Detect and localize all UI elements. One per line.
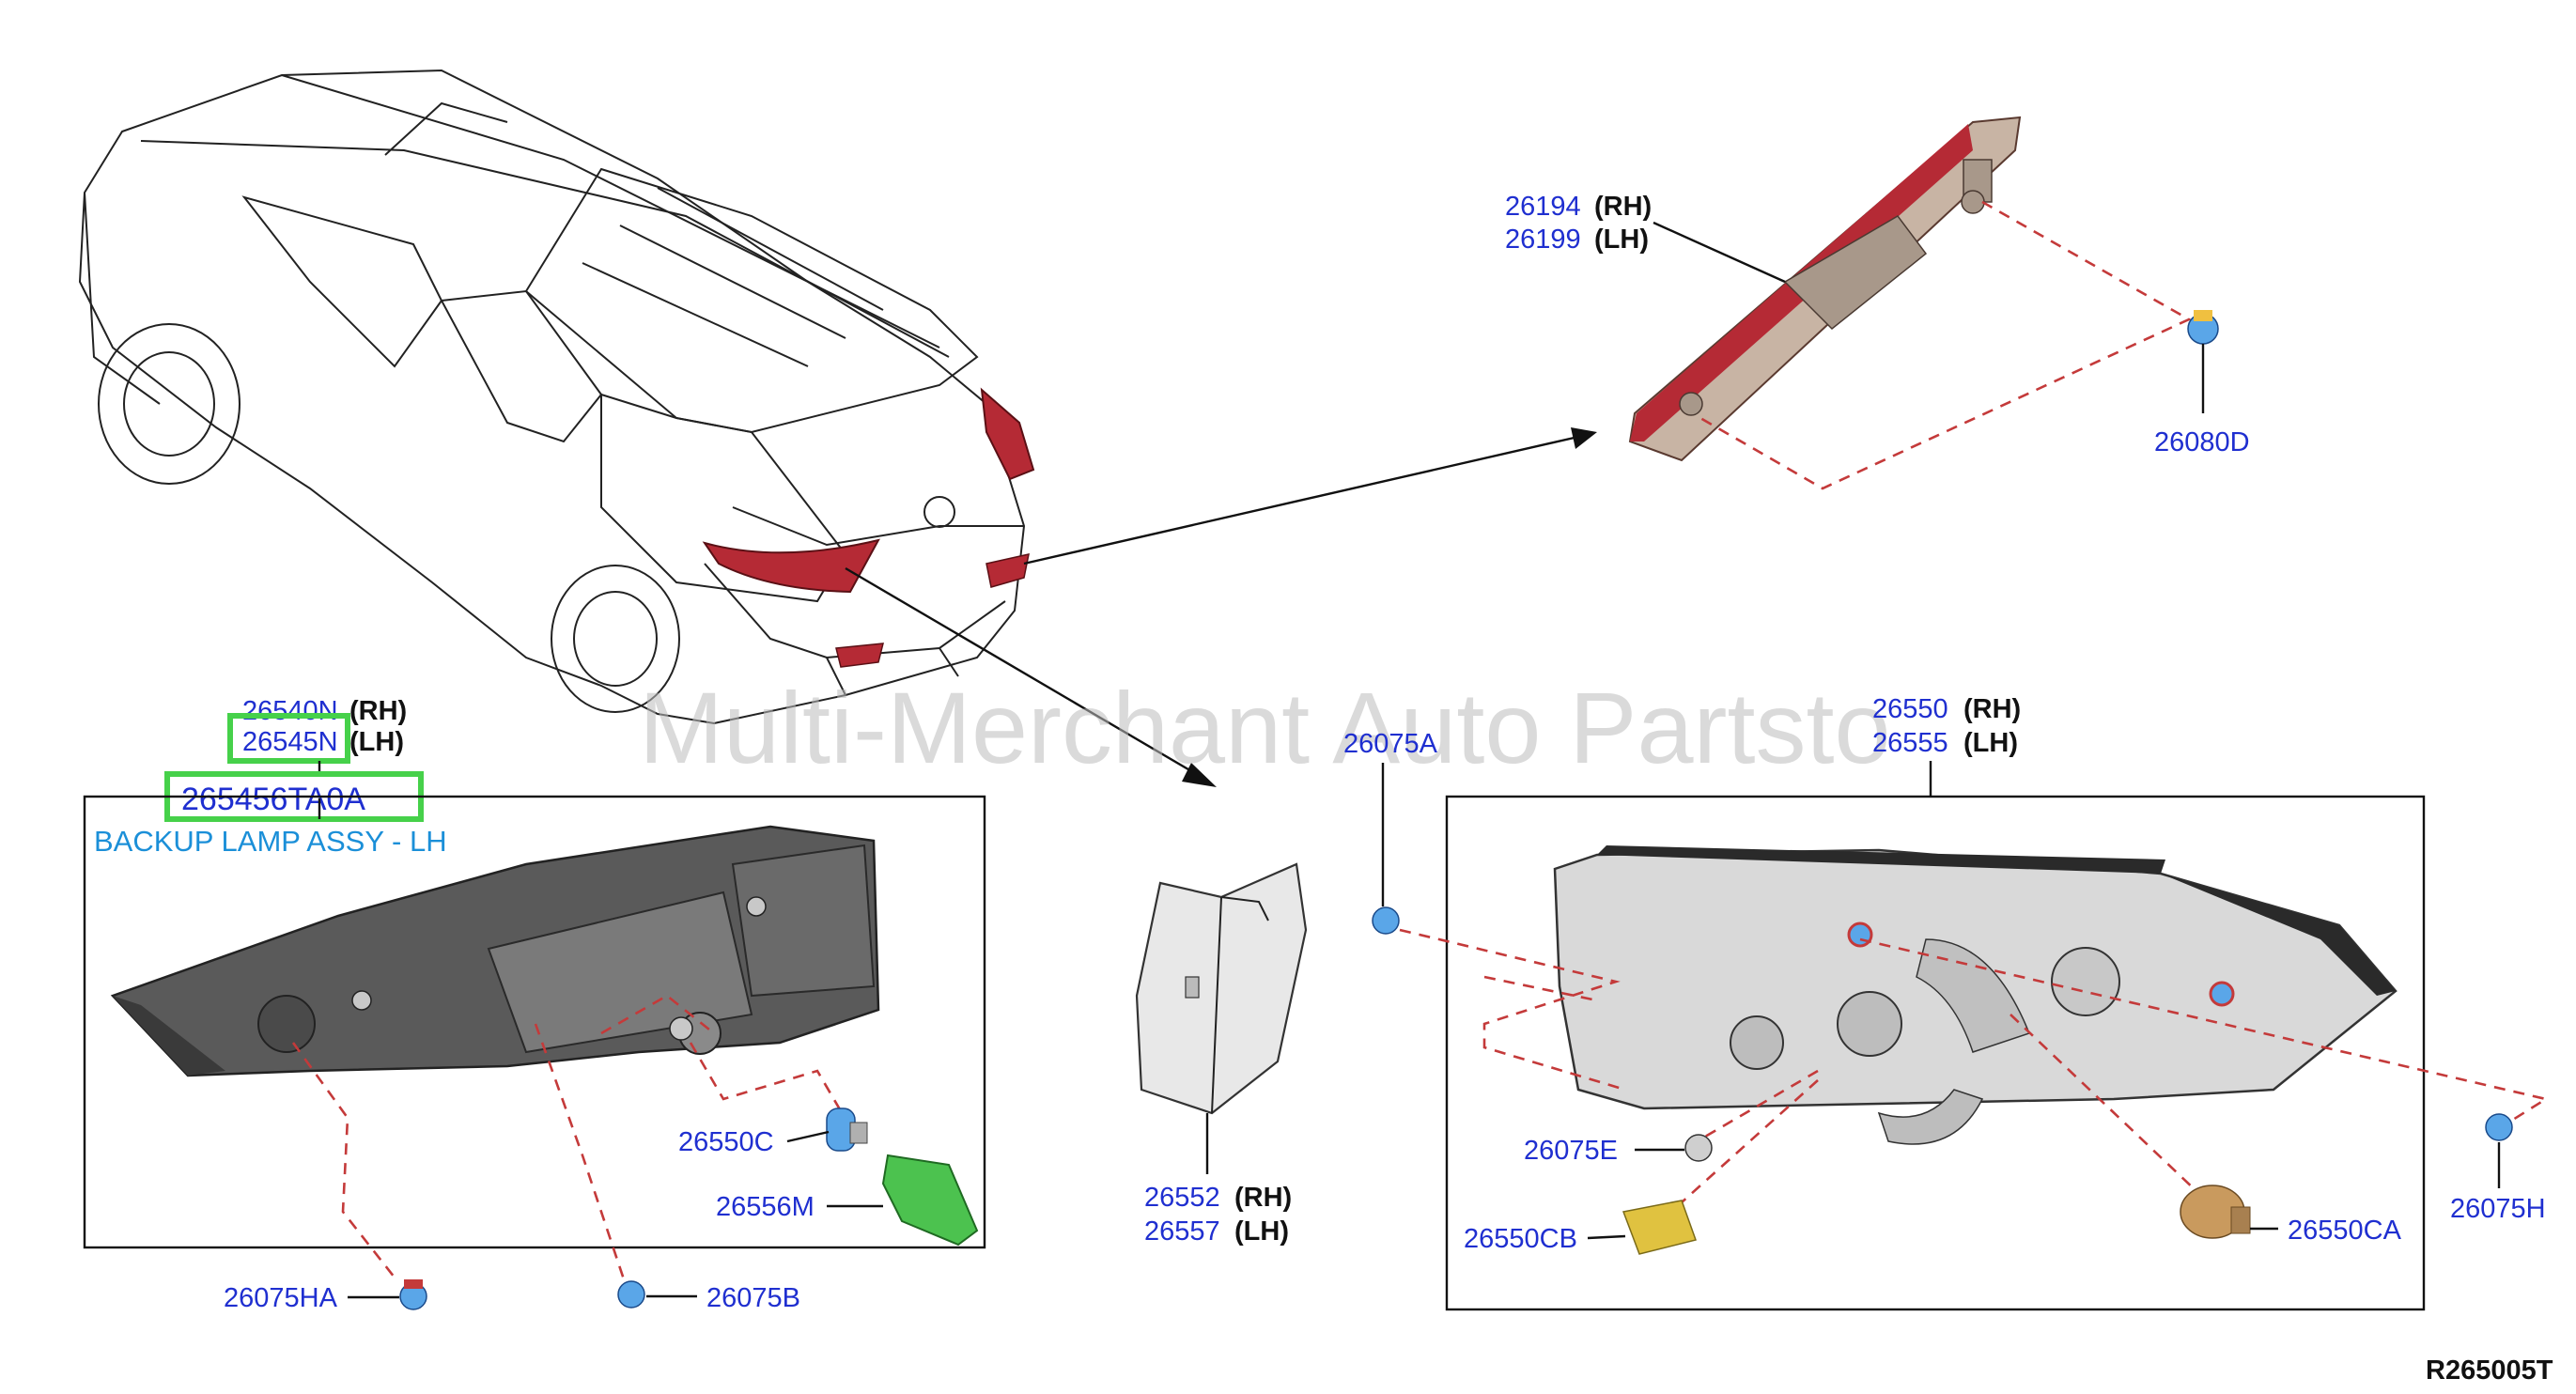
part-label-26557[interactable]: 26557 xyxy=(1144,1216,1220,1247)
selected-part-number[interactable]: 265456TA0A xyxy=(181,782,365,817)
dashed-leader-26075H xyxy=(1859,937,2550,1124)
bracket-26552 xyxy=(1135,862,1308,1115)
dashed-leader-26080D xyxy=(1699,200,2192,490)
bulb-26550CB-icon xyxy=(1622,1200,1697,1255)
assembly-box-lh xyxy=(83,795,986,1249)
vehicle-illustration xyxy=(78,69,1035,725)
tail-lamp-right-highlight xyxy=(980,387,1035,481)
assembly-name: BACKUP LAMP ASSY - LH xyxy=(94,825,447,858)
rear-reflector-highlight xyxy=(835,643,884,668)
part-label-26550CB[interactable]: 26550CB xyxy=(1464,1224,1577,1254)
part-label-26545N[interactable]: 26545N xyxy=(242,727,338,757)
dashed-leader-26075E xyxy=(1704,1069,1819,1138)
part-label-26075E[interactable]: 26075E xyxy=(1524,1136,1618,1166)
part-label-26075B[interactable]: 26075B xyxy=(706,1283,800,1313)
tail-lamp-left-highlight xyxy=(702,538,880,594)
part-label-26075HA[interactable]: 26075HA xyxy=(224,1283,338,1313)
callout-arrows xyxy=(845,427,1597,787)
reflector-highlight xyxy=(985,553,1030,588)
dashed-leader-26550C xyxy=(689,1042,852,1128)
diagram-reference-code: R265005T xyxy=(2426,1355,2553,1386)
clip-26075B-icon xyxy=(617,1280,645,1309)
watermark: Multi-Merchant Auto Partsto xyxy=(639,671,1891,784)
clip-26075E-icon xyxy=(1684,1134,1713,1162)
dashed-leader-inner xyxy=(600,994,715,1035)
clip-26075A-icon xyxy=(1372,906,1400,935)
part-label-26075A[interactable]: 26075A xyxy=(1343,729,1438,759)
part-label-26550C[interactable]: 26550C xyxy=(678,1127,774,1157)
dashed-leader-26075HA xyxy=(291,1042,396,1278)
part-label-26540N[interactable]: 26540N xyxy=(242,696,338,726)
clip-26075HA-icon xyxy=(399,1279,427,1310)
part-label-26556M[interactable]: 26556M xyxy=(716,1192,815,1222)
combination-lamp-body xyxy=(1553,845,2398,1145)
connector-26556M-icon xyxy=(881,1154,979,1247)
part-label-26552[interactable]: 26552 xyxy=(1144,1183,1220,1213)
backup-lamp-body xyxy=(110,825,880,1077)
dashed-leader-26550CB xyxy=(1681,1079,1819,1203)
part-label-26194[interactable]: 26194 xyxy=(1505,192,1581,222)
side-label-26550-rh: (RH) xyxy=(1963,694,2021,724)
side-label-26552-rh: (RH) xyxy=(1234,1183,1292,1213)
dashed-leader-26075B xyxy=(534,1023,627,1283)
highlight-box-26545N xyxy=(227,713,350,764)
clip-26075H-icon xyxy=(2485,1113,2513,1141)
dashed-leader-26075A xyxy=(1399,928,1626,1092)
part-label-26550[interactable]: 26550 xyxy=(1872,694,1948,724)
part-label-26080D[interactable]: 26080D xyxy=(2154,427,2250,457)
side-label-26555-lh: (LH) xyxy=(1963,728,2018,758)
side-label-26545N-lh: (LH) xyxy=(349,727,404,757)
part-label-26550CA[interactable]: 26550CA xyxy=(2288,1216,2402,1246)
assembly-box-rh xyxy=(1445,795,2426,1311)
part-label-26555[interactable]: 26555 xyxy=(1872,728,1948,758)
side-label-26194-rh: (RH) xyxy=(1594,192,1652,222)
bulb-26550CA-icon xyxy=(2180,1185,2251,1239)
high-mount-lamp-part xyxy=(1628,116,2022,462)
clip-26080D-icon xyxy=(2187,310,2219,345)
dashed-leader-26550CA xyxy=(2010,1014,2199,1194)
side-label-26540N-rh: (RH) xyxy=(349,696,407,726)
side-label-26199-lh: (LH) xyxy=(1594,225,1649,255)
part-label-26199[interactable]: 26199 xyxy=(1505,225,1581,255)
side-label-26557-lh: (LH) xyxy=(1234,1216,1289,1247)
bulb-26550C-icon xyxy=(826,1107,868,1152)
part-label-26075H[interactable]: 26075H xyxy=(2450,1194,2546,1224)
